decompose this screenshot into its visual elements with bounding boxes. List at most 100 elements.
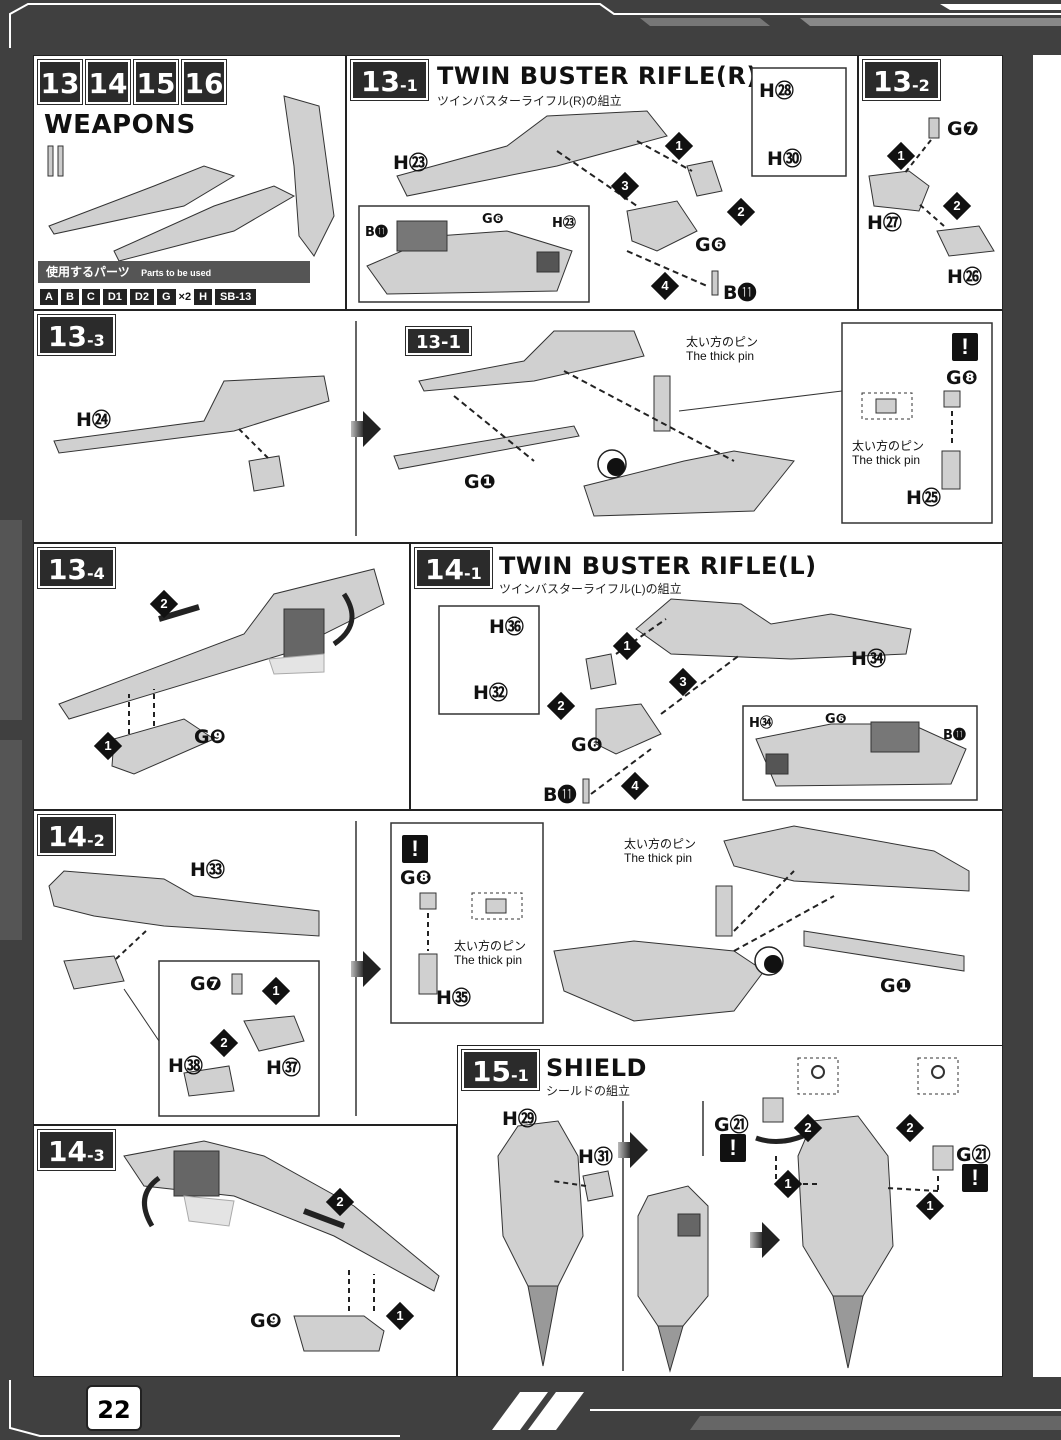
step-badge: 14-1 bbox=[414, 547, 493, 589]
step-13-1-panel: 13-1 TWIN BUSTER RIFLE(R) ツインバスターライフル(R)… bbox=[346, 55, 858, 310]
order-marker: 2 bbox=[149, 589, 179, 619]
part-chip: G bbox=[156, 289, 176, 305]
order-marker: 2 bbox=[942, 191, 972, 221]
part-label: G❾ bbox=[250, 1310, 282, 1332]
step-badge: 15-1 bbox=[461, 1049, 540, 1091]
parts-label-en: Parts to be used bbox=[141, 268, 212, 278]
part-chip: H bbox=[194, 289, 213, 305]
order-marker: 1 bbox=[612, 631, 642, 661]
part-label: H㉞ bbox=[851, 648, 886, 670]
shield-assembly-illustration bbox=[497, 1057, 959, 1373]
weapons-overview-illustration bbox=[47, 95, 335, 262]
section-title: WEAPONS bbox=[44, 110, 196, 140]
part-label: H㉜ bbox=[473, 682, 508, 704]
step-number: 13 bbox=[37, 59, 83, 105]
next-arrow bbox=[351, 411, 381, 447]
step-badge: 13-3 bbox=[37, 314, 116, 356]
part-label: G❻ bbox=[571, 734, 603, 756]
part-chip: D2 bbox=[129, 289, 154, 305]
part-label: G❽ bbox=[400, 867, 432, 889]
order-marker: 1 bbox=[773, 1169, 803, 1199]
step-13-4-panel: 13-4 G❾ 1 2 bbox=[33, 543, 410, 810]
weapons-header-panel: 13 14 15 16 WEAPONS 使用するパーツ Parts to be … bbox=[33, 55, 346, 310]
parts-used-bar: 使用するパーツ Parts to be used bbox=[38, 261, 310, 283]
part-label: G❻ bbox=[695, 234, 727, 256]
part-label: G❶ bbox=[464, 471, 496, 493]
next-page-edge bbox=[1033, 55, 1061, 1377]
part-label: G❶ bbox=[880, 975, 912, 997]
part-label: H㉘ bbox=[759, 80, 794, 102]
parts-label-ja: 使用するパーツ bbox=[46, 265, 130, 279]
order-marker: 1 bbox=[664, 131, 694, 161]
step-badge: 13-2 bbox=[862, 59, 941, 101]
part-label: G❽ bbox=[946, 367, 978, 389]
part-chip: SB-13 bbox=[215, 289, 257, 305]
part-label: H㉗ bbox=[867, 212, 902, 234]
part-chip: C bbox=[81, 289, 100, 305]
step-number: 15 bbox=[133, 59, 179, 105]
step-13-2-illustration bbox=[868, 117, 995, 257]
step-13-3-illustration bbox=[53, 321, 993, 536]
part-label: G❼ bbox=[190, 973, 222, 995]
part-label: G㉑ bbox=[714, 1114, 749, 1136]
order-marker: 4 bbox=[650, 271, 680, 301]
part-label: H㉙ bbox=[502, 1108, 537, 1130]
order-marker: 2 bbox=[546, 691, 576, 721]
part-label: H㉕ bbox=[906, 487, 941, 509]
step-badge: 14-2 bbox=[37, 814, 116, 856]
part-multiplier: ×2 bbox=[178, 291, 192, 303]
order-marker: 2 bbox=[726, 197, 756, 227]
step-badge: 14-3 bbox=[37, 1129, 116, 1171]
step-14-3-illustration bbox=[123, 1140, 440, 1352]
order-marker: 3 bbox=[610, 171, 640, 201]
step-subtitle: シールドの組立 bbox=[546, 1084, 631, 1098]
step-title: TWIN BUSTER RIFLE(L) bbox=[499, 552, 817, 580]
rifle-r-assembly-illustration bbox=[358, 67, 847, 303]
part-label: H㊲ bbox=[266, 1057, 301, 1079]
step-badge: 13-1 bbox=[350, 59, 429, 101]
step-number: 14 bbox=[85, 59, 131, 105]
part-chip: B bbox=[60, 289, 79, 305]
next-arrow bbox=[750, 1222, 780, 1258]
side-tab-lower bbox=[0, 740, 22, 940]
order-marker: 1 bbox=[385, 1301, 415, 1331]
part-chip: A bbox=[40, 289, 58, 305]
part-label: G❻ bbox=[825, 712, 847, 727]
reference-badge: 13-1 bbox=[404, 326, 473, 356]
step-14-3-panel: 14-3 G❾ 1 2 bbox=[33, 1125, 457, 1377]
warning-icon: ! bbox=[962, 1164, 988, 1192]
order-marker: 1 bbox=[915, 1191, 945, 1221]
step-13-4-illustration bbox=[58, 568, 385, 775]
side-tab-upper bbox=[0, 520, 22, 720]
part-label: H㉞ bbox=[749, 716, 773, 731]
warning-icon: ! bbox=[952, 333, 978, 361]
order-marker: 1 bbox=[261, 976, 291, 1006]
part-label: G❼ bbox=[947, 118, 979, 140]
step-14-1-panel: 14-1 TWIN BUSTER RIFLE(L) ツインバスターライフル(L)… bbox=[410, 543, 1003, 810]
order-marker: 2 bbox=[793, 1113, 823, 1143]
next-arrow bbox=[351, 951, 381, 987]
part-label: H㉟ bbox=[436, 987, 471, 1009]
part-label: G❻ bbox=[482, 212, 504, 227]
part-label: B⓫ bbox=[943, 728, 966, 743]
step-15-1-panel: 15-1 SHIELD シールドの組立 H㉙ H㉛ G㉑ G㉑ ! ! 1 1 … bbox=[457, 1045, 1003, 1377]
part-label: G❾ bbox=[194, 726, 226, 748]
warning-icon: ! bbox=[720, 1134, 746, 1162]
part-label: H㉖ bbox=[947, 266, 982, 288]
rifle-l-assembly-illustration bbox=[438, 598, 978, 804]
part-chip: D1 bbox=[102, 289, 127, 305]
order-marker: 1 bbox=[886, 141, 916, 171]
part-label: H㊳ bbox=[168, 1055, 203, 1077]
step-title: SHIELD bbox=[546, 1054, 647, 1082]
next-arrow bbox=[618, 1132, 648, 1168]
order-marker: 2 bbox=[325, 1187, 355, 1217]
parts-chip-list: A B C D1 D2 G ×2 H SB-13 bbox=[40, 289, 257, 305]
part-label: H㉓ bbox=[552, 216, 576, 231]
warning-icon: ! bbox=[402, 835, 428, 863]
